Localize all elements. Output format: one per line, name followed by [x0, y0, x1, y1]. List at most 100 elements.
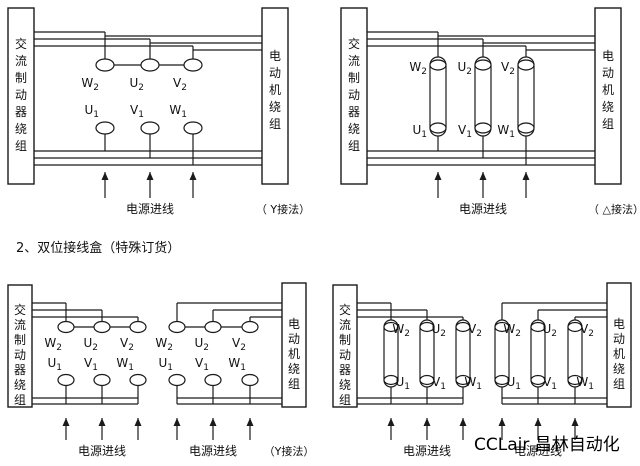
terminal-post — [241, 320, 259, 334]
motor-winding-label-char: 电 — [269, 49, 281, 63]
connection-type-label: （ Y接法） — [256, 202, 310, 216]
delta-link-bar — [455, 319, 471, 388]
terminal-label-bottom-sub: 1 — [551, 382, 557, 392]
brake-winding-label-char: 制 — [339, 333, 351, 347]
diagram-dual-y: 交流制动器绕组电动机绕组W2U1U2V1V2W1W2U1U2V1V2W1电源进线… — [7, 282, 315, 458]
arrow-up-icon — [498, 418, 506, 426]
terminal-label-top-sub: 2 — [476, 329, 482, 339]
delta-link-bar — [429, 56, 447, 137]
watermark: CCLair 昌林自动化 — [474, 435, 620, 455]
terminal-label-top-sub: 2 — [515, 329, 521, 339]
terminal-label-bottom-sub: 1 — [588, 382, 594, 392]
arrow-up-icon — [459, 418, 467, 426]
terminal-post — [494, 374, 510, 386]
brake-winding-label-char: 动 — [15, 88, 27, 102]
terminal-post — [567, 321, 583, 333]
terminal-post — [93, 373, 111, 387]
brake-winding-label-char: 交 — [348, 36, 360, 51]
terminal-label-bottom-sub: 1 — [476, 382, 482, 392]
terminal-post — [383, 321, 399, 333]
terminal-label-bottom-sub: 1 — [404, 382, 410, 392]
terminal-post — [183, 121, 203, 135]
terminal-label-bottom-sub: 1 — [138, 110, 144, 120]
terminal-post — [383, 374, 399, 386]
motor-winding-label-char: 绕 — [269, 100, 281, 114]
delta-link-bar — [474, 56, 492, 137]
brake-winding-label-char: 交 — [14, 302, 26, 317]
brake-winding-label-char: 绕 — [15, 122, 27, 136]
terminal-label-top: U2 — [83, 336, 98, 353]
terminal-label-top-sub: 2 — [466, 67, 472, 77]
terminal-label-top: U2 — [129, 76, 144, 93]
terminal-label-bottom: U1 — [412, 123, 427, 140]
arrow-up-icon — [209, 418, 217, 426]
motor-winding-label-char: 绕 — [602, 100, 614, 114]
terminal-label-top-sub: 2 — [551, 329, 557, 339]
brake-winding-label-char: 组 — [14, 393, 26, 407]
arrow-up-icon — [62, 418, 70, 426]
terminal-label-top: U2 — [194, 336, 209, 353]
power-input-label: 电源进线 — [78, 444, 126, 458]
terminal-label-top-sub: 2 — [128, 343, 134, 353]
terminal-label-bottom-sub: 1 — [421, 130, 427, 140]
brake-winding-label-char: 交 — [15, 36, 27, 51]
terminal-label-bottom: U1 — [395, 375, 410, 392]
terminal-post — [530, 321, 546, 333]
terminal-label-top-sub: 2 — [203, 343, 209, 353]
brake-winding-box — [332, 284, 358, 408]
terminal-post — [474, 59, 492, 71]
terminal-post — [57, 373, 75, 387]
terminal-post — [129, 373, 147, 387]
delta-link-bar — [419, 319, 435, 388]
terminal-label-top-sub: 2 — [181, 83, 187, 93]
terminal-post — [183, 58, 203, 72]
terminal-post — [168, 373, 186, 387]
motor-winding-label-char: 机 — [613, 347, 625, 361]
terminal-label-top-sub: 2 — [167, 343, 173, 353]
terminal-label-top-sub: 2 — [421, 67, 427, 77]
motor-winding-label-char: 机 — [288, 347, 300, 361]
terminal-post — [241, 373, 259, 387]
terminal-label-bottom-sub: 1 — [181, 110, 187, 120]
connection-type-label: （Y接法） — [264, 444, 315, 458]
brake-winding-box — [7, 7, 35, 185]
power-input-label: 电源进线 — [126, 202, 174, 216]
section-title: 2、双位接线盒（特殊订货） — [16, 240, 180, 256]
terminal-label-top-sub: 2 — [509, 67, 515, 77]
terminal-post — [204, 373, 222, 387]
motor-winding-label-char: 组 — [288, 377, 300, 391]
arrow-up-icon — [246, 418, 254, 426]
connection-type-label: （ △接法） — [588, 202, 640, 216]
terminal-label-top-sub: 2 — [138, 83, 144, 93]
terminal-post — [567, 374, 583, 386]
arrow-up-icon — [134, 418, 142, 426]
terminal-label-top-sub: 2 — [93, 83, 99, 93]
arrow-up-icon — [479, 172, 487, 180]
terminal-label-top-sub: 2 — [404, 329, 410, 339]
brake-winding-label-char: 流 — [348, 54, 360, 68]
motor-winding-label-char: 绕 — [613, 362, 625, 376]
terminal-post — [419, 374, 435, 386]
brake-winding-label-char: 制 — [14, 333, 26, 347]
terminal-label-bottom-sub: 1 — [93, 110, 99, 120]
brake-winding-label-char: 器 — [14, 363, 26, 377]
arrow-up-icon — [571, 418, 579, 426]
motor-winding-label-char: 机 — [269, 83, 281, 97]
terminal-label-bottom-sub: 1 — [515, 382, 521, 392]
terminal-post — [429, 122, 447, 134]
motor-winding-label-char: 电 — [613, 317, 625, 331]
terminal-label-bottom: V1 — [195, 356, 209, 373]
terminal-post — [517, 122, 535, 134]
arrow-up-icon — [522, 172, 530, 180]
terminal-post — [517, 59, 535, 71]
brake-winding-box — [7, 284, 33, 408]
terminal-label-bottom-sub: 1 — [203, 363, 209, 373]
terminal-label-bottom-sub: 1 — [92, 363, 98, 373]
terminal-label-top: W2 — [409, 60, 427, 77]
terminal-post — [494, 321, 510, 333]
motor-winding-label-char: 动 — [613, 332, 625, 346]
motor-winding-label-char: 动 — [288, 332, 300, 346]
